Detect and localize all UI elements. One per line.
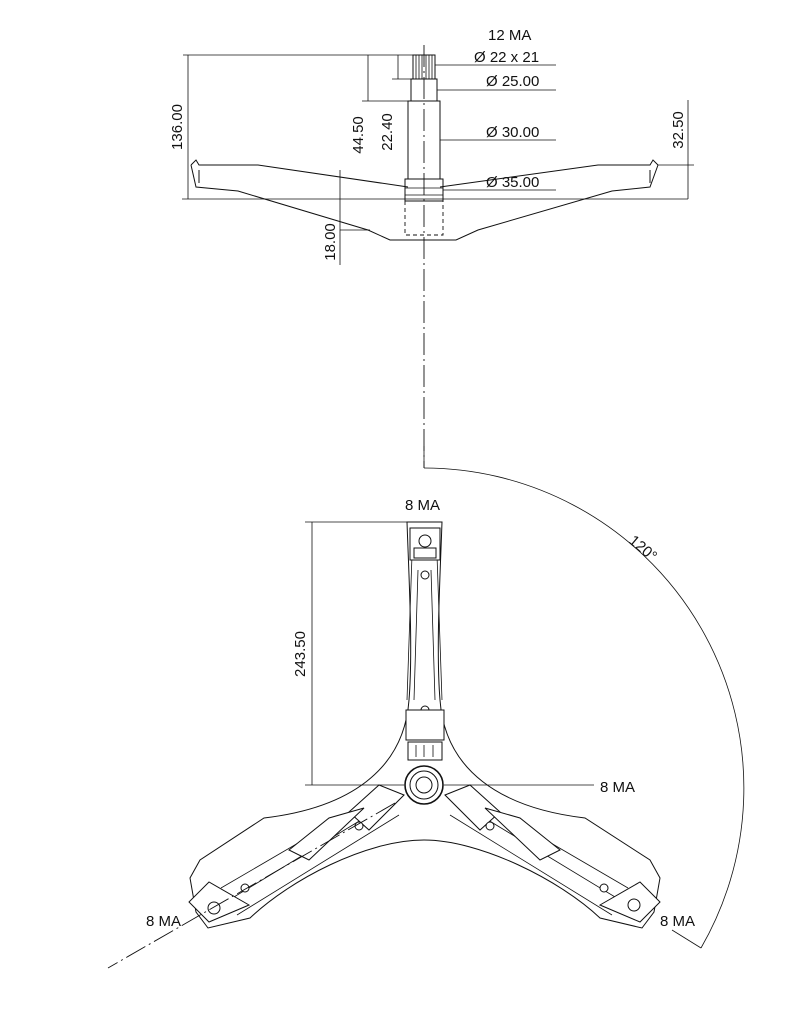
label-height-4450: 44.50 bbox=[350, 116, 367, 154]
label-thread-left: 8 MA bbox=[146, 913, 181, 930]
bolt-hole-top bbox=[418, 534, 432, 548]
side-view: 12 MA Ø 22 x 21 Ø 25.00 Ø 30.00 Ø 35.00 … bbox=[169, 27, 694, 468]
label-dia-35: Ø 35.00 bbox=[486, 174, 539, 191]
arm-top-pads bbox=[405, 527, 445, 761]
arm-top-inner bbox=[406, 554, 443, 701]
arm-length-dimension bbox=[305, 521, 594, 786]
label-spline-spec: 12 MA bbox=[488, 27, 531, 44]
label-thread-right: 8 MA bbox=[660, 913, 695, 930]
label-spline-dia: Ø 22 x 21 bbox=[474, 49, 539, 66]
label-thread-center: 8 MA bbox=[600, 779, 635, 796]
label-height-1800: 18.00 bbox=[322, 223, 339, 261]
bolt-hole-right bbox=[627, 898, 641, 912]
dimension-lines bbox=[183, 54, 694, 265]
arm-left-axis bbox=[107, 802, 396, 969]
label-height-2240: 22.40 bbox=[379, 113, 396, 151]
label-angle: 120° bbox=[625, 532, 660, 565]
bolt-hole-left bbox=[207, 901, 221, 915]
arm-right bbox=[444, 784, 661, 923]
label-height-total: 136.00 bbox=[169, 104, 186, 150]
top-view: 120° 243.50 bbox=[107, 446, 745, 969]
central-hub bbox=[404, 765, 444, 805]
label-arm-length: 243.50 bbox=[292, 631, 309, 677]
spider-profile bbox=[182, 159, 688, 241]
arm-left bbox=[188, 784, 405, 923]
label-thread-top: 8 MA bbox=[405, 497, 440, 514]
label-height-3250: 32.50 bbox=[670, 111, 687, 149]
label-dia-30: Ø 30.00 bbox=[486, 124, 539, 141]
label-dia-25: Ø 25.00 bbox=[486, 73, 539, 90]
angle-dimension bbox=[423, 446, 745, 949]
